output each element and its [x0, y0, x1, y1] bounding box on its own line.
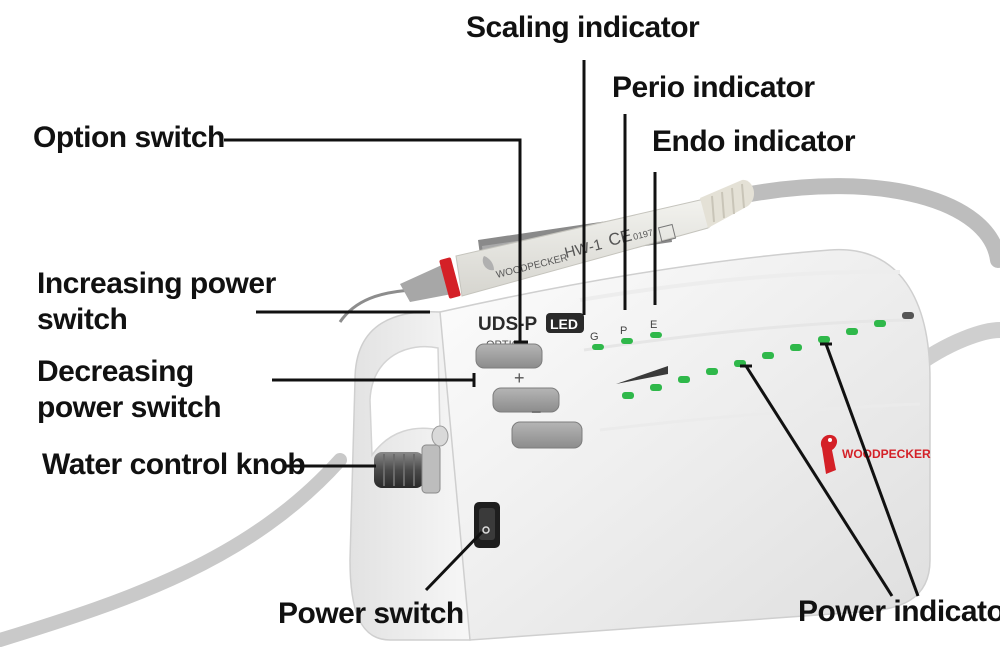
label-power-indicator: Power indicator — [798, 595, 1000, 628]
mode-letter-e: E — [650, 319, 657, 331]
plus-button[interactable] — [492, 387, 560, 413]
mode-letter-p: P — [620, 325, 627, 337]
label-increasing-power-switch: Increasing power switch — [37, 267, 276, 336]
power-led — [874, 320, 886, 327]
power-led — [902, 312, 914, 319]
handpiece-cert-number: 0197 — [632, 227, 654, 242]
water-knob-icon[interactable] — [374, 425, 449, 494]
model-badge-box — [546, 313, 584, 333]
handpiece-red-ring — [439, 257, 461, 299]
power-led — [622, 392, 634, 399]
power-led — [790, 344, 802, 351]
leader-power-led-2 — [824, 343, 920, 597]
label-option-switch: Option switch — [33, 121, 225, 154]
label-power-switch: Power switch — [278, 597, 464, 630]
perio-led — [621, 338, 633, 344]
handpiece-tip — [338, 288, 413, 323]
label-perio-indicator: Perio indicator — [612, 71, 815, 104]
label-water-control-knob: Water control knob — [42, 448, 306, 481]
power-bar-wedge — [616, 366, 668, 384]
plus-button-label: + — [514, 368, 525, 388]
handpiece-symbol-icon — [657, 223, 677, 243]
handpiece-slot — [369, 345, 441, 458]
leader-power-led-1 — [744, 365, 894, 597]
option-button[interactable] — [475, 343, 543, 369]
minus-button-label: − — [531, 402, 542, 422]
power-switch-icon[interactable] — [474, 502, 500, 548]
power-led — [706, 368, 718, 375]
mode-letter-g: G — [590, 331, 599, 343]
handpiece-cable — [737, 178, 1000, 268]
label-endo-indicator: Endo indicator — [652, 125, 856, 158]
leader-option — [224, 138, 522, 342]
power-led — [650, 384, 662, 391]
woodpecker-logo-icon — [820, 434, 838, 474]
label-decreasing-power-switch: Decreasing power switch — [37, 355, 222, 424]
power-led — [846, 328, 858, 335]
leader-lines — [224, 60, 920, 597]
power-led — [762, 352, 774, 359]
model-badge: LED — [550, 316, 578, 332]
leader-power-switch — [424, 530, 484, 592]
power-cable — [0, 453, 347, 647]
model-label: UDS-P — [478, 314, 537, 335]
power-led — [678, 376, 690, 383]
power-led — [818, 336, 830, 343]
body-brand: WOODPECKER — [842, 447, 931, 461]
label-scaling-indicator: Scaling indicator — [466, 11, 700, 44]
endo-led — [650, 332, 662, 338]
minus-button[interactable] — [511, 421, 583, 449]
device-body-front — [439, 249, 931, 641]
scaling-led — [592, 344, 604, 350]
